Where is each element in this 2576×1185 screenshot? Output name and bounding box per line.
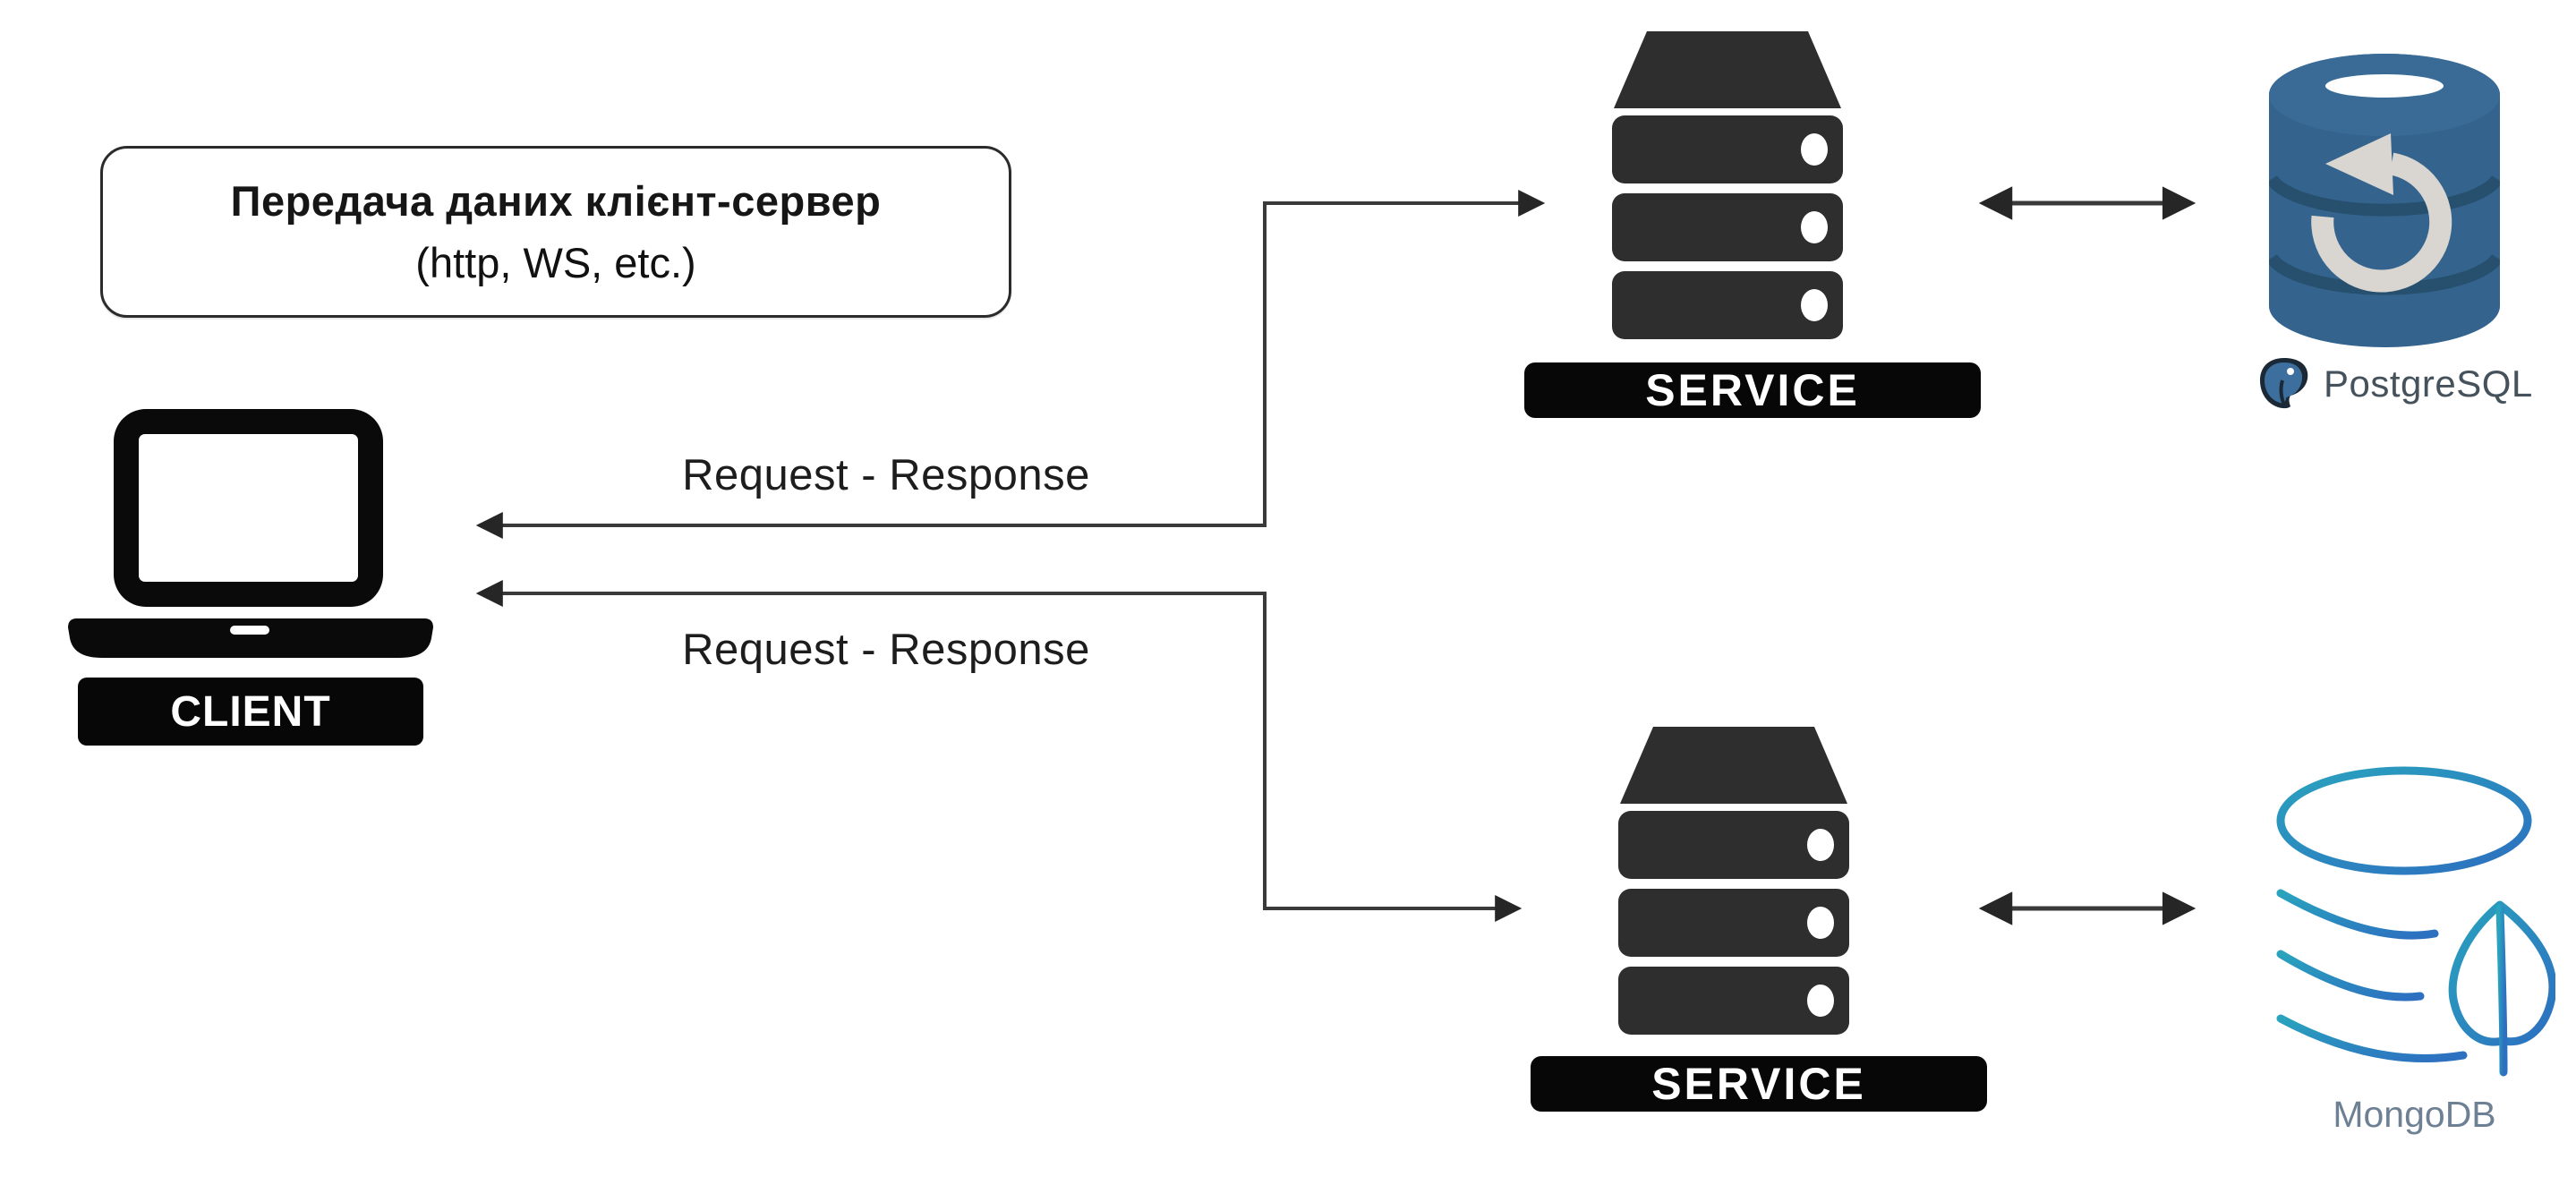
request-response-label-top: Request - Response	[682, 451, 1090, 499]
database-leaf-icon	[2276, 766, 2555, 1077]
connector-client-service-top	[475, 190, 1546, 539]
server-rack-icon	[1612, 31, 1843, 339]
mongodb-leaf-icon	[2448, 900, 2555, 1077]
service-top-label: SERVICE	[1645, 365, 1860, 415]
service-bottom-label: SERVICE	[1651, 1059, 1866, 1109]
client-label: CLIENT	[170, 687, 331, 736]
refresh-arrow-icon	[2311, 133, 2452, 293]
title-box: Передача даних клієнт-сервер (http, WS, …	[100, 146, 1011, 318]
request-response-label-bottom: Request - Response	[682, 626, 1090, 674]
service-bottom-label-plate: SERVICE	[1531, 1056, 1987, 1112]
title-line-2: (http, WS, etc.)	[415, 239, 696, 286]
client-label-plate: CLIENT	[78, 678, 423, 746]
postgresql-elephant-icon	[2260, 358, 2308, 409]
postgresql-caption-row: PostgreSQL	[2256, 354, 2533, 413]
server-rack-icon	[1618, 727, 1849, 1035]
mongodb-label: MongoDB	[2333, 1094, 2496, 1135]
connector-client-service-bottom	[475, 580, 1523, 922]
laptop-icon	[68, 409, 433, 658]
title-line-1: Передача даних клієнт-сервер	[230, 177, 882, 225]
service-top-label-plate: SERVICE	[1524, 362, 1981, 418]
postgresql-label: PostgreSQL	[2324, 362, 2533, 405]
database-refresh-icon	[2269, 54, 2500, 347]
